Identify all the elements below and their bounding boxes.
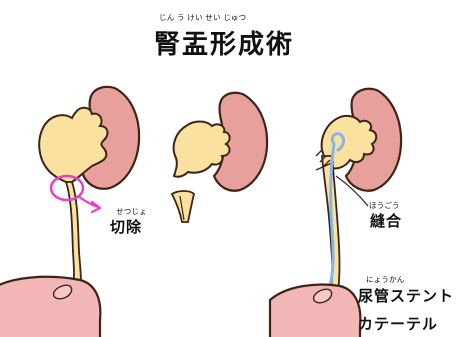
title-reading: じん う けい せい じゅつ [159, 14, 246, 22]
stent-label-line2: カテーテル [358, 317, 438, 332]
suture-reading: ほうごう [369, 202, 400, 210]
bladder-right [270, 285, 360, 337]
excision-label: 切除 [110, 220, 142, 235]
page-title: 腎盂形成術 [154, 32, 294, 58]
excision-reading: せつじょ [116, 208, 147, 216]
stent-reading: にょうかん [366, 276, 405, 284]
bladder-left [0, 277, 100, 337]
panel-excision [172, 93, 267, 222]
suture-label: 縫合 [370, 214, 402, 229]
stent-label-line1: 尿管ステント [358, 289, 454, 304]
